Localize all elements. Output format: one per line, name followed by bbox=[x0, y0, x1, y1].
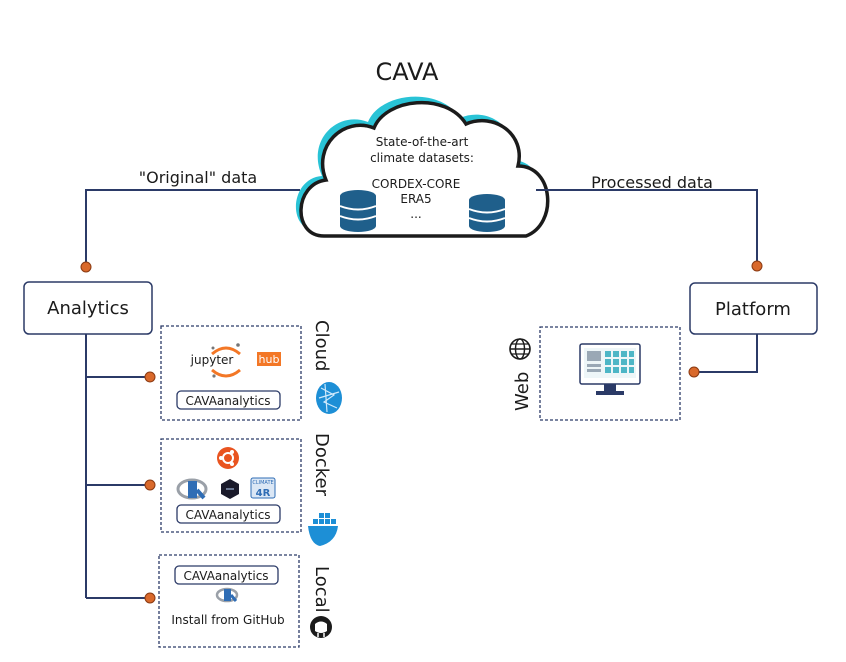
cloud-text-line2: climate datasets: bbox=[370, 151, 474, 165]
climate4r-logo bbox=[250, 477, 276, 499]
hub-wordmark: hub bbox=[259, 353, 280, 366]
dot-web bbox=[688, 366, 700, 378]
local-option-box bbox=[158, 554, 300, 648]
dashboard-monitor-icon bbox=[579, 343, 641, 395]
globe-icon bbox=[509, 338, 531, 360]
r-logo-small-icon bbox=[215, 587, 239, 603]
dataset-cordex: CORDEX-CORE bbox=[372, 177, 461, 191]
diagram-title: CAVA bbox=[376, 58, 440, 86]
web-side-label: Web bbox=[512, 372, 533, 411]
dot-platform bbox=[751, 260, 763, 272]
dot-analytics bbox=[80, 261, 92, 273]
install-github-label: Install from GitHub bbox=[171, 613, 284, 627]
jupyter-wordmark: jupyter bbox=[190, 353, 234, 367]
dot-local bbox=[144, 592, 156, 604]
analytics-label: Analytics bbox=[47, 298, 129, 319]
platform-node bbox=[689, 282, 818, 335]
analytics-node bbox=[23, 281, 153, 335]
climate-badge-text: CLIMATE bbox=[252, 480, 273, 486]
web-option-box bbox=[539, 326, 681, 421]
database-icon bbox=[339, 190, 377, 232]
ubuntu-icon bbox=[217, 447, 239, 469]
edge-processed-data bbox=[536, 189, 758, 266]
cava-cloud bbox=[295, 96, 550, 238]
cloud-package-label: CAVAanalytics bbox=[185, 394, 270, 408]
cloud-outline bbox=[299, 101, 550, 238]
cloud-package-tag bbox=[176, 390, 281, 410]
docker-package-tag bbox=[176, 504, 281, 524]
docker-small-icon bbox=[221, 479, 239, 499]
github-icon bbox=[310, 616, 332, 638]
cloud-side-label: Cloud bbox=[311, 320, 332, 371]
jupyterhub-logo bbox=[211, 343, 281, 378]
edge-label-original: "Original" data bbox=[139, 168, 257, 187]
cloud-text-line1: State-of-the-art bbox=[376, 135, 469, 149]
connector-dots bbox=[80, 260, 763, 604]
dot-docker bbox=[144, 479, 156, 491]
platform-label: Platform bbox=[715, 299, 791, 320]
connector-lines bbox=[85, 189, 758, 599]
docker-side-label: Docker bbox=[311, 433, 332, 497]
r-logo-icon bbox=[176, 478, 208, 500]
local-side-label: Local bbox=[311, 566, 332, 613]
docker-option-box bbox=[160, 438, 302, 533]
edge-original-data bbox=[85, 189, 300, 267]
docker-whale-icon bbox=[308, 513, 338, 546]
brain-cloud-icon bbox=[316, 382, 342, 414]
branch-web bbox=[694, 334, 758, 373]
dot-cloud bbox=[144, 371, 156, 383]
edge-label-processed: Processed data bbox=[591, 173, 713, 192]
database-icon bbox=[468, 194, 506, 232]
cloud-option-box bbox=[160, 325, 302, 421]
docker-package-label: CAVAanalytics bbox=[185, 508, 270, 522]
local-package-tag bbox=[174, 565, 279, 585]
dataset-more: ... bbox=[410, 207, 421, 221]
dataset-era5: ERA5 bbox=[400, 192, 431, 206]
climate4r-text: 4R bbox=[256, 488, 271, 499]
local-package-label: CAVAanalytics bbox=[183, 569, 268, 583]
